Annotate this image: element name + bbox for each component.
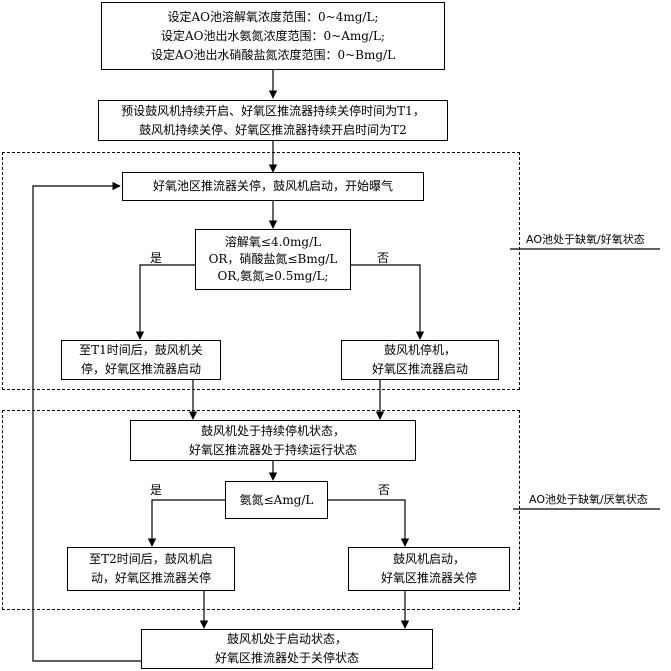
yes-1-action-line: 停，好氧区推流器启动: [80, 362, 201, 376]
arrow-condition2-yes: [147, 499, 225, 547]
region-anoxic-aerobic: [2, 152, 520, 390]
preset-times-box: 预设鼓风机持续开启、好氧区推流器持续关停时间为T1， 鼓风机持续关停、好氧区推流…: [98, 100, 448, 141]
condition-1-line: OR,氨氮≥0.5mg/L;: [217, 269, 329, 283]
preset-line: 鼓风机持续关停、好氧区推流器持续开启时间为T2: [139, 122, 407, 137]
condition-1-line: 溶解氧≤4.0mg/L: [224, 235, 322, 249]
setpoint-line: 设定AO池出水氨氮浓度范围：0~Amg/L;: [161, 28, 385, 43]
condition-2-line: 氨氮≤Amg/L: [239, 492, 314, 507]
blower-running-line: 好氧区推流器处于关停状态: [214, 651, 359, 665]
blower-running-line: 鼓风机处于启动状态，: [226, 632, 347, 646]
yes-2-action-line: 动，好氧区推流器关停: [90, 571, 211, 585]
yes-2-action-box: 至T2时间后，鼓风机启 动，好氧区推流器关停: [67, 547, 235, 591]
no-1-label: 否: [377, 251, 390, 265]
no-1-action-line: 鼓风机停机，: [383, 343, 456, 357]
region-label-anoxic-anaerobic: AO池处于缺氧/厌氧状态: [529, 493, 648, 506]
yes-1-action-line: 至T1时间后，鼓风机关: [79, 343, 203, 357]
condition-1-line: OR，硝酸盐氮≤Bmg/L: [208, 252, 338, 266]
setpoints-box: 设定AO池溶解氧浓度范围：0~4mg/L; 设定AO池出水氨氮浓度范围：0~Am…: [101, 2, 445, 70]
no-1-action-box: 鼓风机停机， 好氧区推流器启动: [341, 340, 499, 380]
arrow-feedback-loop: [32, 181, 141, 662]
no-2-action-box: 鼓风机启动， 好氧区推流器关停: [348, 547, 510, 591]
condition-1-box: 溶解氧≤4.0mg/L OR，硝酸盐氮≤Bmg/L OR,氨氮≥0.5mg/L;: [195, 229, 351, 290]
setpoint-line: 设定AO池溶解氧浓度范围：0~4mg/L;: [167, 9, 379, 24]
condition-2-box: 氨氮≤Amg/L: [225, 481, 328, 519]
no-1-action-line: 好氧区推流器启动: [371, 362, 468, 376]
blower-stopped-box: 鼓风机处于持续停机状态， 好氧区推流器处于持续运行状态: [130, 420, 416, 461]
yes-1-action-box: 至T1时间后，鼓风机关 停，好氧区推流器启动: [61, 340, 221, 380]
start-aeration-box: 好氧池区推流器关停，鼓风机启动，开始曝气: [122, 172, 424, 201]
arrow-condition1-yes: [135, 264, 195, 340]
setpoint-line: 设定AO池出水硝酸盐氮浓度范围：0~Bmg/L: [150, 47, 396, 62]
yes-2-action-line: 至T2时间后，鼓风机启: [89, 552, 213, 566]
yes-1-label: 是: [150, 251, 163, 265]
start-aeration-line: 好氧池区推流器关停，鼓风机启动，开始曝气: [152, 179, 393, 193]
arrow-condition1-no: [351, 264, 425, 340]
blower-stopped-line: 好氧区推流器处于持续运行状态: [188, 442, 357, 457]
arrow-condition2-no: [328, 499, 410, 547]
no-2-action-line: 好氧区推流器关停: [380, 571, 477, 585]
no-2-action-line: 鼓风机启动，: [392, 552, 465, 566]
region-label-anoxic-aerobic: AO池处于缺氧/好氧状态: [526, 233, 645, 246]
yes-2-label: 是: [150, 483, 163, 497]
blower-running-box: 鼓风机处于启动状态， 好氧区推流器处于关停状态: [141, 629, 433, 669]
no-2-label: 否: [378, 483, 391, 497]
blower-stopped-line: 鼓风机处于持续停机状态，: [200, 423, 345, 438]
region-anoxic-anaerobic: [2, 410, 520, 610]
preset-line: 预设鼓风机持续开启、好氧区推流器持续关停时间为T1，: [121, 103, 425, 118]
